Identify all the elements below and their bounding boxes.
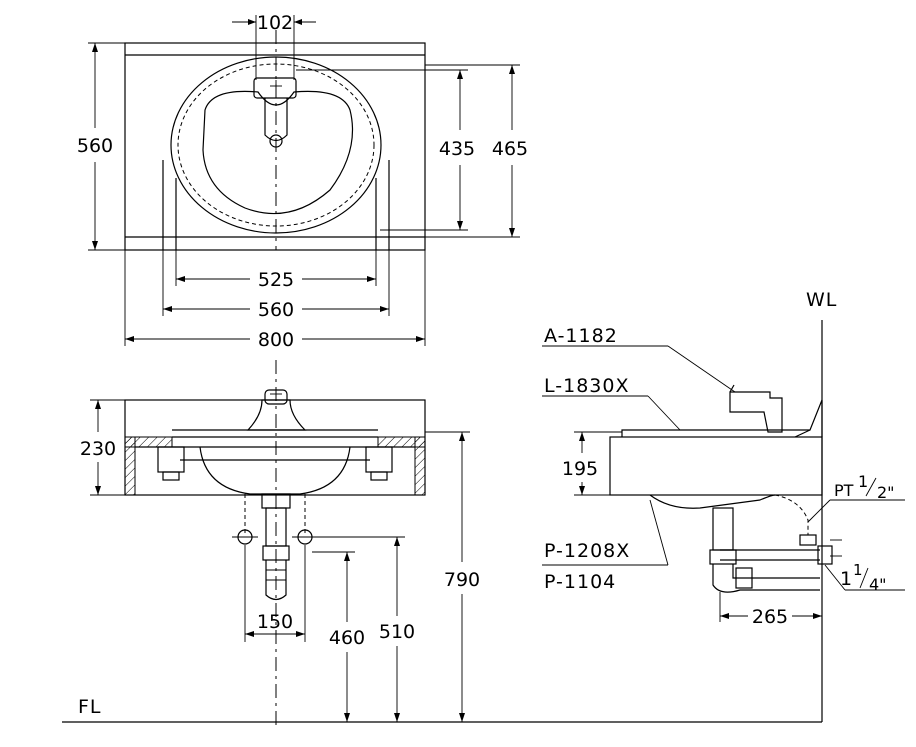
top-faucet-base [253, 77, 297, 99]
dim-800-label: 800 [258, 329, 294, 351]
faucet-model-label: A-1182 [544, 325, 618, 347]
supply-pt-label: PT [834, 481, 854, 500]
drain-numerator: 1 [853, 561, 863, 579]
dim-460-label: 460 [329, 627, 365, 649]
basin-model-label: L-1830X [544, 375, 629, 397]
wall-label: WL [806, 289, 837, 311]
top-counter-outline [124, 42, 426, 251]
dim-230-label: 230 [80, 438, 116, 460]
dim-560-left-label: 560 [77, 135, 113, 157]
dim-525-label: 525 [258, 269, 294, 291]
top-view: 102 560 435 465 525 [77, 12, 528, 351]
side-basin [609, 436, 823, 496]
dim-790-label: 790 [444, 569, 480, 591]
trap-model-1-label: P-1208X [544, 540, 630, 562]
bowl-inner [202, 90, 354, 215]
supply-numerator: 1 [858, 472, 868, 491]
dim-510-label: 510 [379, 621, 415, 643]
drain-denominator: 4" [869, 575, 887, 594]
dim-560-bottom-label: 560 [258, 299, 294, 321]
supply-denominator: 2" [877, 483, 895, 502]
drain-whole: 1 [840, 568, 852, 590]
dim-195-label: 195 [562, 458, 598, 480]
dim-435-label: 435 [439, 138, 475, 160]
dim-150-label: 150 [257, 611, 293, 633]
side-view: WL A-1182 L-1830X [542, 289, 905, 722]
floor-label: FL [78, 696, 102, 718]
dim-465-label: 465 [492, 138, 528, 160]
dim-265-label: 265 [752, 606, 788, 628]
dim-102-label: 102 [257, 12, 293, 34]
front-faucet-body [246, 399, 307, 431]
side-faucet [729, 391, 783, 433]
trap-model-2-label: P-1104 [544, 571, 616, 593]
front-view: 230 150 460 510 790 FL [62, 360, 822, 730]
